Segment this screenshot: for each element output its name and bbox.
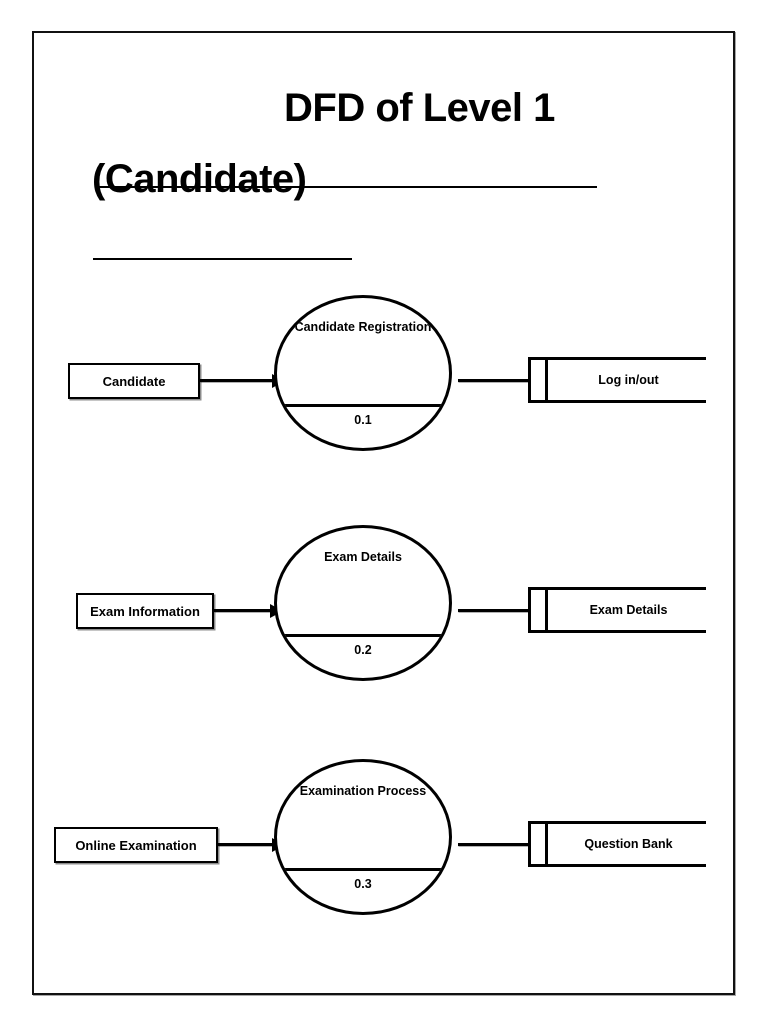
dfd-row-2: Exam Information Exam Details 0.2 Exam D… — [34, 479, 737, 681]
data-store-exam-details[interactable]: Exam Details — [528, 587, 706, 633]
flow-arrow-entity-to-process-1 — [200, 373, 285, 388]
dfd-row-1: Candidate Candidate Registration 0.1 Log… — [34, 249, 737, 451]
data-store-question-bank[interactable]: Question Bank — [528, 821, 706, 867]
process-examination-process[interactable]: Examination Process 0.3 — [274, 759, 452, 915]
data-store-log-in-out[interactable]: Log in/out — [528, 357, 706, 403]
data-store-label: Question Bank — [584, 837, 673, 851]
process-divider — [277, 634, 449, 637]
process-label: Candidate Registration — [294, 320, 432, 334]
store-tab-divider — [545, 357, 548, 403]
process-id: 0.1 — [354, 413, 372, 427]
process-divider — [277, 404, 449, 407]
title-underline-2 — [93, 258, 352, 260]
process-divider — [277, 868, 449, 871]
store-tab-divider — [545, 821, 548, 867]
external-entity-exam-information[interactable]: Exam Information — [76, 593, 214, 629]
process-label: Exam Details — [324, 550, 402, 564]
process-label: Examination Process — [299, 784, 427, 798]
process-id: 0.2 — [354, 643, 372, 657]
data-store-label: Log in/out — [598, 373, 659, 387]
store-tab-divider — [545, 587, 548, 633]
external-entity-online-examination[interactable]: Online Examination — [54, 827, 218, 863]
process-id: 0.3 — [354, 877, 372, 891]
flow-arrow-entity-to-process-2 — [214, 603, 283, 618]
page-border: DFD of Level 1 (Candidate) Candidate Can… — [32, 31, 735, 995]
title-line-2: (Candidate) — [92, 157, 307, 201]
dfd-row-3: Online Examination Examination Process 0… — [34, 713, 737, 915]
process-exam-details[interactable]: Exam Details 0.2 — [274, 525, 452, 681]
data-store-label: Exam Details — [589, 603, 668, 617]
process-candidate-registration[interactable]: Candidate Registration 0.1 — [274, 295, 452, 451]
title-line-1: DFD of Level 1 — [284, 86, 555, 130]
external-entity-candidate[interactable]: Candidate — [68, 363, 200, 399]
title-underline-1 — [95, 186, 597, 188]
